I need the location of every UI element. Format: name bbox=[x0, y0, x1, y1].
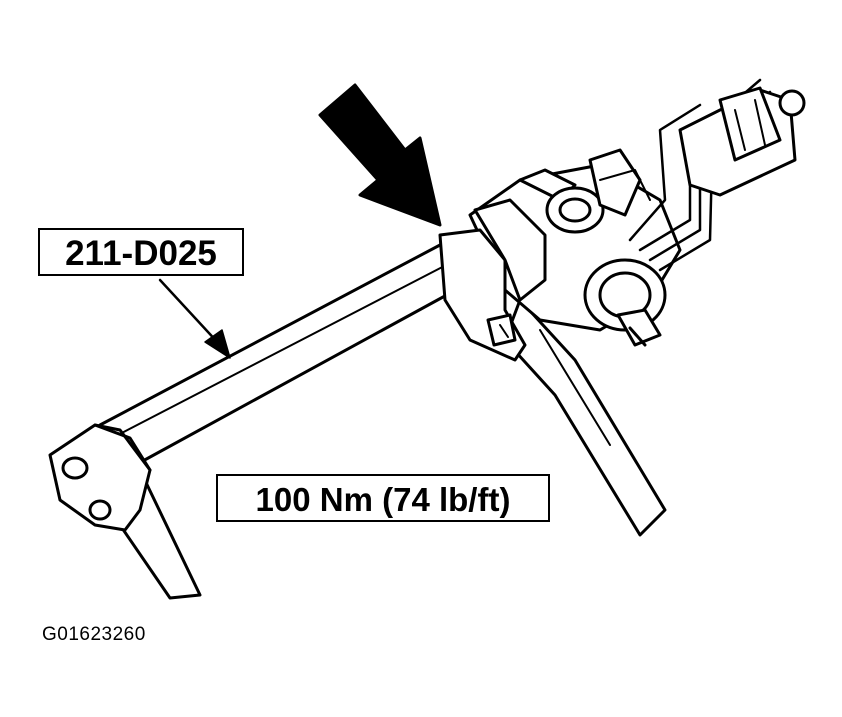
figure-id: G01623260 bbox=[42, 624, 146, 645]
torque-spec-label: 100 Nm (74 lb/ft) bbox=[216, 474, 550, 522]
valve-body bbox=[678, 86, 806, 197]
tool-jaw bbox=[438, 198, 547, 362]
bold-arrow-icon bbox=[318, 83, 442, 227]
tool-bar bbox=[98, 243, 467, 470]
tool-number-label: 211-D025 bbox=[38, 228, 244, 276]
tool-leader-arrow bbox=[158, 278, 231, 359]
tool-end-eye bbox=[48, 423, 152, 532]
